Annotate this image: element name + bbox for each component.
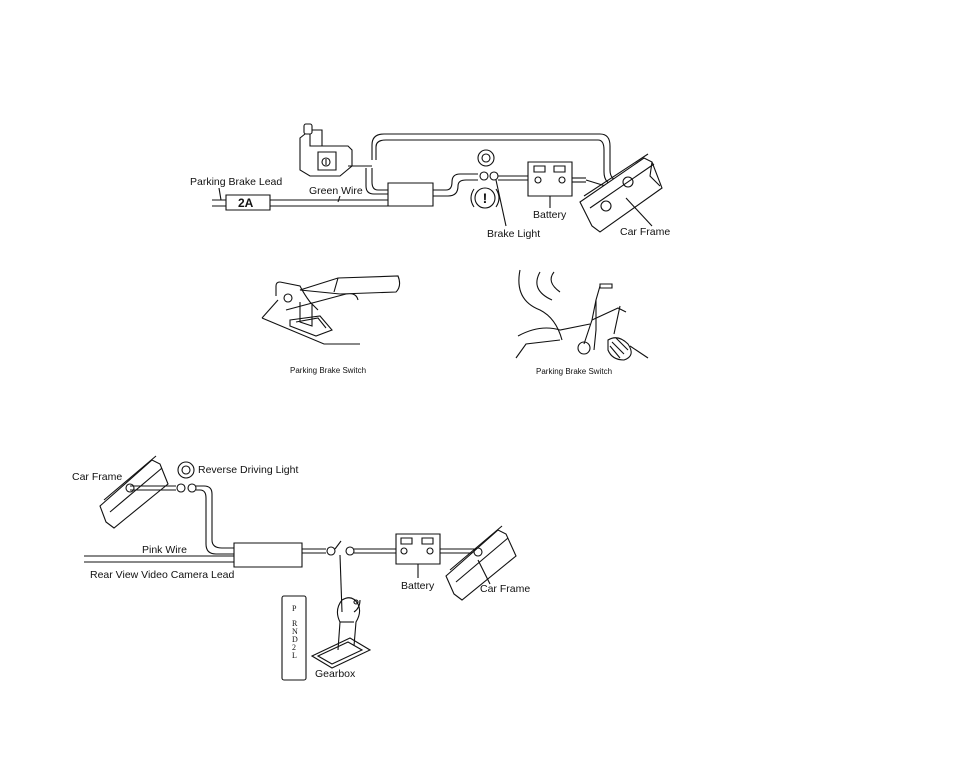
fuse-rating-label: 2A <box>238 196 254 210</box>
gear-position-d: D <box>292 635 298 644</box>
parking-brake-lead-label: Parking Brake Lead <box>190 176 283 188</box>
bottom-control-box <box>234 543 302 567</box>
top-wiring-diagram: ! <box>212 124 662 232</box>
gearbox-label: Gearbox <box>315 668 356 680</box>
bottom-car-frame-right-label: Car Frame <box>480 583 531 595</box>
gear-position-p: P <box>292 604 297 613</box>
top-battery <box>528 162 572 196</box>
bottom-wiring-diagram <box>84 456 516 680</box>
top-battery-label: Battery <box>533 209 567 221</box>
gearbox-shifter <box>282 596 370 680</box>
top-parking-brake-switch <box>300 124 372 176</box>
hand-brake-lever-figure <box>262 276 400 344</box>
fuse-2a <box>226 195 270 210</box>
top-car-frame <box>580 154 662 232</box>
foot-brake-pedal-figure <box>516 270 648 360</box>
right-switch-caption: Parking Brake Switch <box>536 367 613 376</box>
gear-position-l: L <box>292 651 297 660</box>
left-switch-caption: Parking Brake Switch <box>290 366 367 375</box>
gear-position-2: 2 <box>292 643 296 652</box>
svg-text:!: ! <box>483 190 488 206</box>
reverse-light-bulb <box>177 462 196 492</box>
reverse-light-label: Reverse Driving Light <box>198 464 299 476</box>
bottom-battery <box>396 534 440 564</box>
green-wire-label: Green Wire <box>309 185 363 197</box>
top-control-box <box>388 183 433 206</box>
pink-wire-label: Pink Wire <box>142 544 187 556</box>
brake-warning-icon: ! <box>471 188 499 208</box>
brake-light-bulb <box>478 150 498 180</box>
bottom-car-frame-left-label: Car Frame <box>72 471 123 483</box>
gear-position-n: N <box>292 627 298 636</box>
brake-light-label: Brake Light <box>487 228 541 240</box>
gear-position-r: R <box>292 619 298 628</box>
top-car-frame-label: Car Frame <box>620 226 671 238</box>
bottom-battery-label: Battery <box>401 580 435 592</box>
bottom-car-frame-left <box>100 456 168 528</box>
camera-lead-label: Rear View Video Camera Lead <box>90 569 235 581</box>
